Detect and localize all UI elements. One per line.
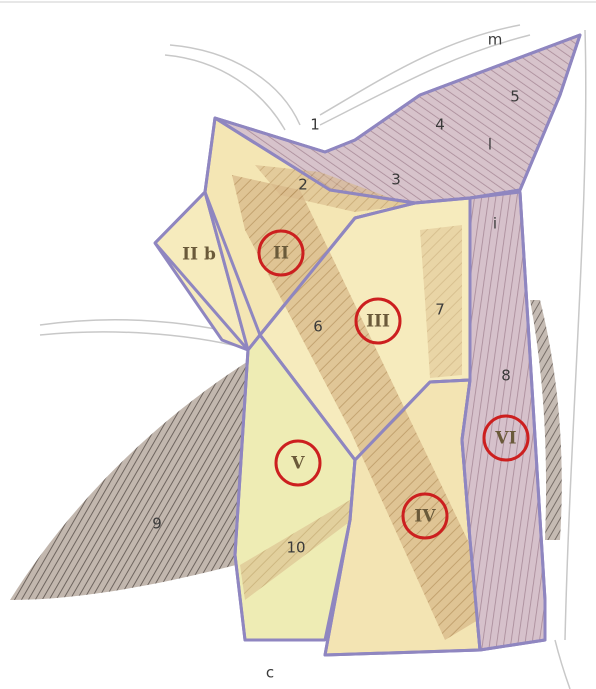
label-10: 10 — [286, 539, 305, 557]
label-3: 3 — [391, 171, 401, 189]
label-m: m — [488, 31, 503, 49]
label-6: 6 — [313, 318, 323, 336]
zone-label-V: V — [290, 454, 305, 474]
label-l: l — [488, 136, 492, 154]
zone-label-IV: IV — [414, 507, 436, 527]
label-9: 9 — [152, 515, 162, 533]
label-1: 1 — [310, 116, 320, 134]
label-c: c — [266, 664, 274, 682]
label-4: 4 — [435, 116, 445, 134]
zone-label-IIb: II b — [182, 245, 216, 265]
label-2: 2 — [298, 176, 308, 194]
zone-label-VI: VI — [494, 429, 516, 449]
zone-label-II: II — [273, 244, 289, 264]
label-8: 8 — [501, 367, 511, 385]
label-5: 5 — [510, 88, 520, 106]
label-i: i — [493, 215, 497, 233]
zone-label-III: III — [366, 312, 390, 332]
label-7: 7 — [435, 301, 445, 319]
